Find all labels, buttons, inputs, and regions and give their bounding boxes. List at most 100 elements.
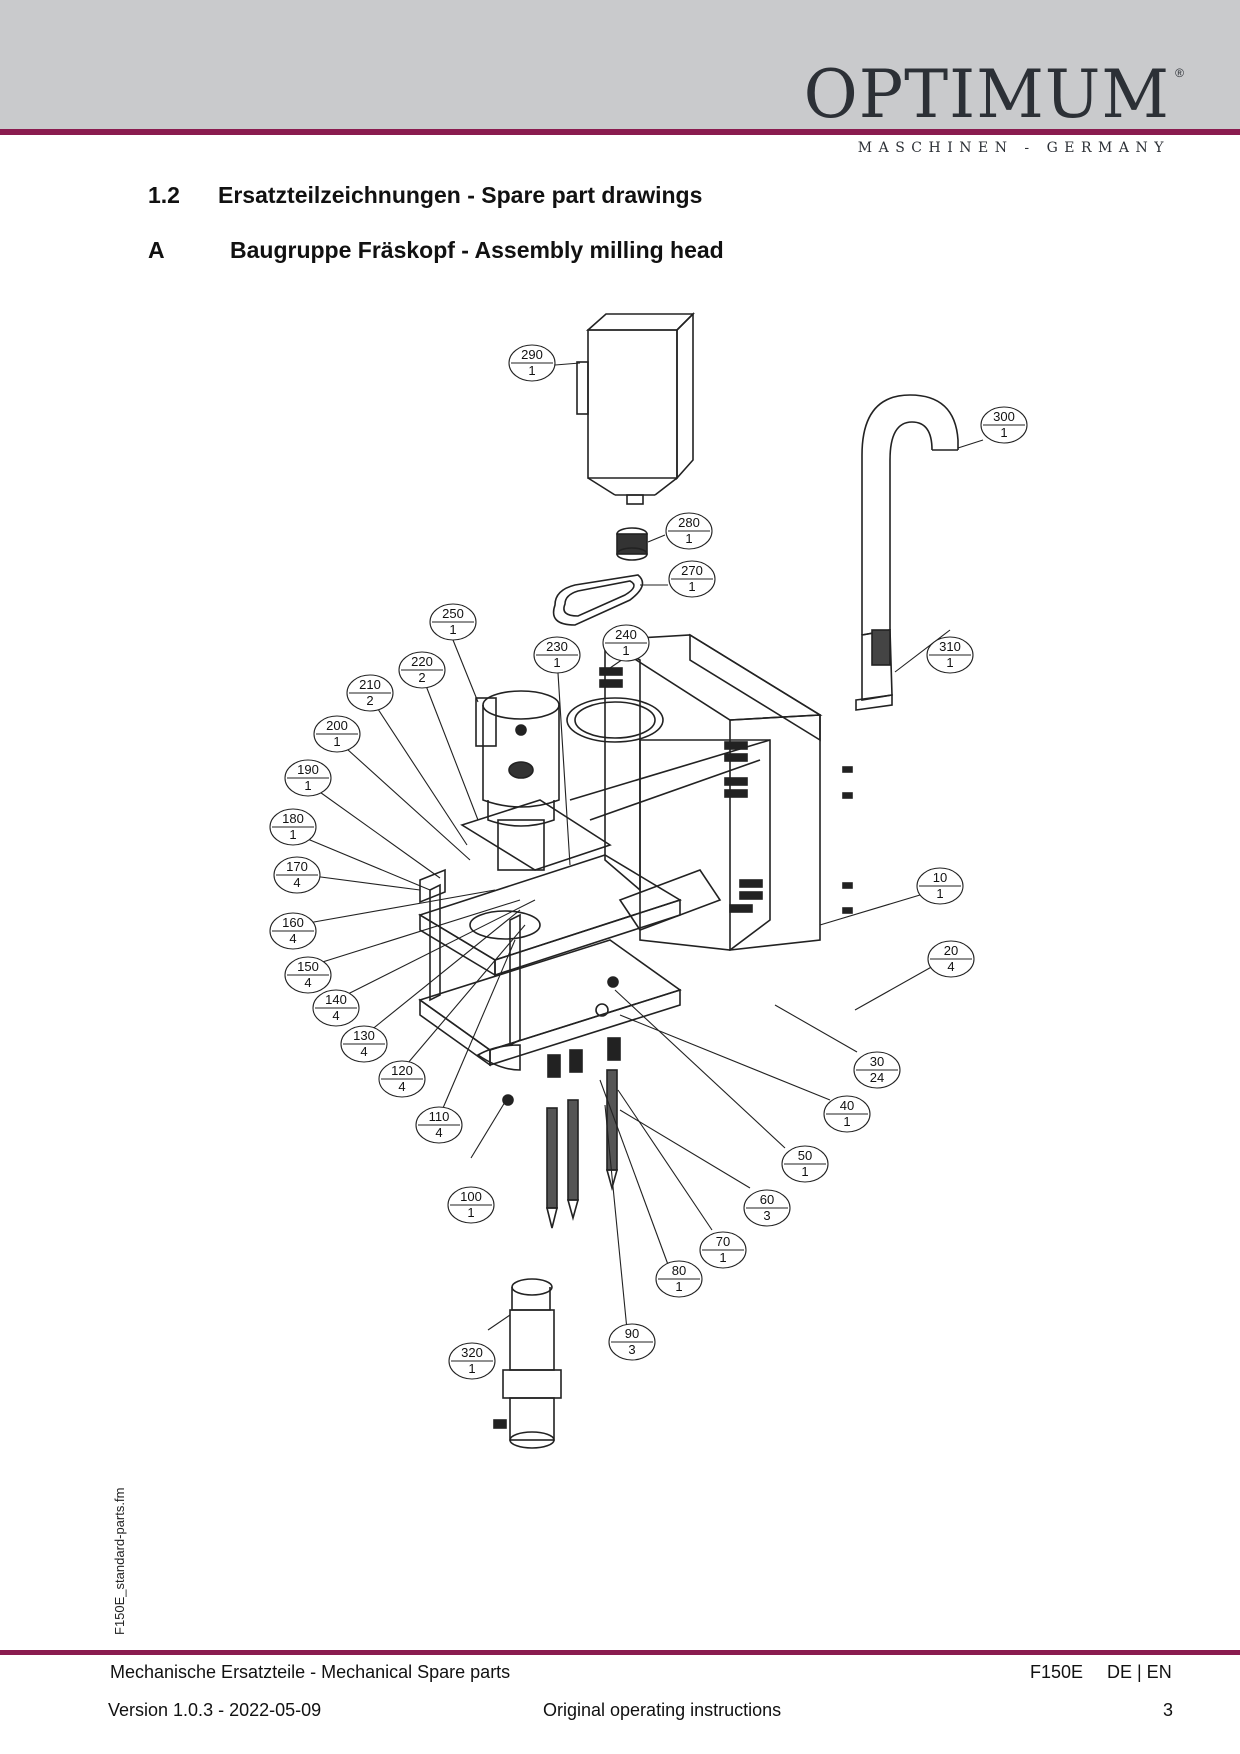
footer-doc-type: Original operating instructions — [543, 1700, 782, 1720]
callout-part-number: 130 — [353, 1028, 375, 1043]
callout-part-number: 190 — [297, 762, 319, 777]
callout-part-number: 160 — [282, 915, 304, 930]
section-number: 1.2 — [148, 182, 180, 208]
callout-part-number: 220 — [411, 654, 433, 669]
callout-quantity: 1 — [468, 1361, 475, 1376]
coolant-nozzles — [502, 976, 621, 1229]
callout-quantity: 1 — [685, 531, 692, 546]
callout-part-number: 140 — [325, 992, 347, 1007]
callout-40: 401 — [823, 1095, 871, 1133]
callout-part-number: 170 — [286, 859, 308, 874]
footer-chapter-title: Mechanische Ersatzteile - Mechanical Spa… — [110, 1662, 511, 1682]
callout-part-number: 40 — [840, 1098, 854, 1113]
callout-50: 501 — [781, 1145, 829, 1183]
machine-parts — [418, 312, 959, 1449]
callout-part-number: 290 — [521, 347, 543, 362]
callout-part-number: 150 — [297, 959, 319, 974]
callout-quantity: 1 — [719, 1250, 726, 1265]
source-file-label: F150E_standard-parts.fm — [112, 1487, 127, 1635]
callout-part-number: 240 — [615, 627, 637, 642]
callout-part-number: 310 — [939, 639, 961, 654]
page-number: 3 — [1163, 1700, 1174, 1720]
callout-part-number: 280 — [678, 515, 700, 530]
callout-quantity: 1 — [449, 622, 456, 637]
callout-part-number: 80 — [672, 1263, 686, 1278]
footer-version: Version 1.0.3 - 2022-05-09 — [108, 1700, 322, 1720]
callout-part-number: 320 — [461, 1345, 483, 1360]
head-frame-part — [418, 799, 682, 1071]
callout-quantity: 4 — [947, 959, 954, 974]
callout-quantity: 1 — [553, 655, 560, 670]
callout-part-number: 70 — [716, 1234, 730, 1249]
callout-part-number: 120 — [391, 1063, 413, 1078]
registered-mark: ® — [1175, 66, 1184, 80]
callout-quantity: 4 — [293, 875, 300, 890]
callout-quantity: 1 — [333, 734, 340, 749]
callout-quantity: 3 — [628, 1342, 635, 1357]
callout-quantity: 1 — [946, 655, 953, 670]
subsection-title: Baugruppe Fräskopf - Assembly milling he… — [230, 237, 724, 263]
callout-part-number: 30 — [870, 1054, 884, 1069]
brand-logo: OPTIMUM ® MASCHINEN - GERMANY — [803, 56, 1184, 157]
leader-lines — [296, 362, 984, 1341]
guard-arm-part — [855, 394, 959, 711]
footer-rule — [0, 1650, 1240, 1655]
callout-quantity: 24 — [870, 1070, 884, 1085]
callout-70: 701 — [699, 1231, 747, 1269]
callout-part-number: 270 — [681, 563, 703, 578]
callout-quantity: 1 — [801, 1164, 808, 1179]
callout-part-number: 90 — [625, 1326, 639, 1341]
motor-cover-part — [576, 312, 695, 505]
callout-10: 101 — [916, 867, 964, 905]
callout-quantity: 1 — [1000, 425, 1007, 440]
callout-part-number: 100 — [460, 1189, 482, 1204]
callout-part-number: 230 — [546, 639, 568, 654]
callout-quantity: 4 — [289, 931, 296, 946]
header-rule — [0, 129, 1240, 135]
footer-languages: DE | EN — [1107, 1662, 1172, 1682]
callout-quantity: 1 — [936, 886, 943, 901]
callout-quantity: 3 — [763, 1208, 770, 1223]
callout-60: 603 — [743, 1189, 791, 1227]
callout-part-number: 180 — [282, 811, 304, 826]
callout-quantity: 1 — [688, 579, 695, 594]
header-band — [0, 0, 1240, 130]
callout-part-number: 200 — [326, 718, 348, 733]
callout-part-number: 10 — [933, 870, 947, 885]
column-screws — [599, 667, 853, 914]
callout-quantity: 1 — [304, 778, 311, 793]
callout-part-number: 20 — [944, 943, 958, 958]
subsection-letter: A — [148, 237, 165, 263]
callout-80: 801 — [655, 1260, 703, 1298]
callout-quantity: 2 — [366, 693, 373, 708]
callout-part-number: 300 — [993, 409, 1015, 424]
brand-subtitle: MASCHINEN - GERMANY — [857, 140, 1170, 156]
brand-wordmark: OPTIMUM — [803, 56, 1170, 133]
spindle-motor-part — [475, 690, 560, 871]
callout-part-number: 60 — [760, 1192, 774, 1207]
callout-quantity: 1 — [289, 827, 296, 842]
spindle-cartridge-part — [493, 1278, 562, 1449]
pulley-part — [616, 527, 648, 561]
